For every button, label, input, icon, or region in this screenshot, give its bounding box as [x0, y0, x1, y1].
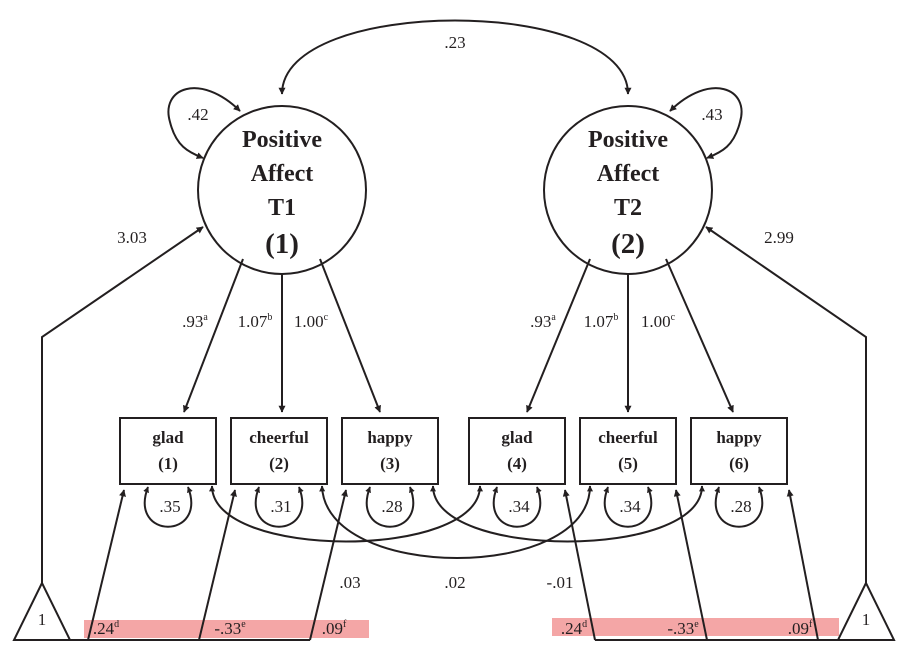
- residual-variance-label-3: .28: [381, 497, 402, 516]
- latent-variance-arrow-t2: [669, 87, 743, 159]
- indicator-name-2: cheerful: [249, 428, 309, 447]
- latent-t2-line2: Affect: [597, 161, 660, 187]
- residual-variance-arrow-5: [603, 486, 653, 528]
- constant-triangle-t1: 1: [12, 580, 72, 641]
- intercept-label-t1-glad: .24d: [93, 619, 119, 638]
- latent-t2-number: (2): [611, 228, 645, 260]
- constant-label-t1: 1: [38, 610, 47, 629]
- latent-variance-arrow-t1: [167, 87, 241, 159]
- residual-variance-arrow-4: [492, 486, 542, 528]
- intercept-arrow-t1-cheerful: [198, 489, 237, 641]
- loading-label-t1-glad: .93a: [182, 312, 208, 331]
- latent-t1-line1: Positive: [242, 127, 322, 153]
- residual-variance-label-6: .28: [730, 497, 751, 516]
- indicator-box-5: cheerful (5): [579, 417, 677, 485]
- residual-covariance-label-2-5: .02: [444, 573, 465, 592]
- loading-label-t1-happy: 1.00c: [294, 312, 329, 331]
- latent-t2-line1: Positive: [588, 127, 668, 153]
- indicator-number-3: (3): [380, 454, 400, 473]
- residual-variance-arrow-2: [254, 486, 304, 528]
- residual-variance-label-4: .34: [508, 497, 530, 516]
- latent-t1-line3: T1: [268, 195, 296, 221]
- intercept-arrow-t2-happy: [786, 489, 819, 641]
- intercept-highlight-t2: [552, 618, 839, 636]
- residual-covariance-arrow-1-4: [209, 485, 483, 543]
- loading-label-t2-cheerful: 1.07b: [584, 312, 619, 331]
- loading-arrow-t1-happy: [319, 258, 381, 413]
- constant-label-t2: 1: [862, 610, 871, 629]
- mean-label-t2: 2.99: [764, 228, 794, 247]
- indicator-number-4: (4): [507, 454, 527, 473]
- residual-covariance-label-1-4: .03: [339, 573, 360, 592]
- latent-factor-t1: Positive Affect T1 (1): [197, 105, 367, 275]
- indicator-name-6: happy: [716, 428, 762, 447]
- loading-arrow-t1-glad: [183, 258, 244, 413]
- loading-arrow-t2-glad: [526, 258, 591, 413]
- mean-arrow-t2: [705, 226, 867, 583]
- residual-variance-arrow-3: [365, 486, 415, 528]
- intercept-arrow-t1-happy: [309, 489, 348, 641]
- indicator-box-6: happy (6): [690, 417, 788, 485]
- indicator-name-5: cheerful: [598, 428, 658, 447]
- indicator-name-4: glad: [501, 428, 533, 447]
- mean-arrow-t1: [41, 226, 204, 583]
- residual-variance-arrow-6: [714, 486, 764, 528]
- intercept-label-t1-happy: .09f: [322, 619, 347, 638]
- intercept-highlight-t1: [84, 620, 369, 638]
- indicator-number-1: (1): [158, 454, 178, 473]
- indicator-box-1: glad (1): [119, 417, 217, 485]
- intercept-arrow-t1-glad: [87, 489, 126, 641]
- latent-factor-t2: Positive Affect T2 (2): [543, 105, 713, 275]
- residual-covariance-arrow-3-6: [430, 485, 705, 543]
- intercept-label-t2-happy: .09f: [788, 619, 813, 638]
- indicator-number-5: (5): [618, 454, 638, 473]
- loading-label-t2-glad: .93a: [530, 312, 556, 331]
- residual-variance-label-5: .34: [619, 497, 641, 516]
- intercept-arrow-t2-glad: [562, 489, 596, 641]
- residual-covariance-label-3-6: -.01: [547, 573, 574, 592]
- constant-triangle-t2: 1: [836, 580, 896, 641]
- loading-label-t1-cheerful: 1.07b: [238, 312, 273, 331]
- indicator-name-1: glad: [152, 428, 184, 447]
- latent-covariance-arrow: [278, 19, 632, 95]
- intercept-label-t1-cheerful: -.33e: [214, 619, 246, 638]
- loading-arrow-t2-happy: [665, 258, 734, 413]
- latent-variance-label-t1: .42: [187, 105, 208, 124]
- indicator-box-3: happy (3): [341, 417, 439, 485]
- residual-variance-arrow-1: [143, 486, 193, 528]
- indicator-number-6: (6): [729, 454, 749, 473]
- indicator-number-2: (2): [269, 454, 289, 473]
- latent-t1-line2: Affect: [251, 161, 314, 187]
- intercept-arrow-t2-cheerful: [673, 489, 708, 641]
- indicator-name-3: happy: [367, 428, 413, 447]
- intercept-label-t2-cheerful: -.33e: [667, 619, 699, 638]
- residual-variance-label-2: .31: [270, 497, 291, 516]
- mean-label-t1: 3.03: [117, 228, 147, 247]
- latent-t2-line3: T2: [614, 195, 642, 221]
- intercept-label-t2-glad: .24d: [561, 619, 587, 638]
- latent-variance-label-t2: .43: [701, 105, 722, 124]
- latent-covariance-label: .23: [444, 33, 465, 52]
- indicator-box-2: cheerful (2): [230, 417, 328, 485]
- latent-t1-number: (1): [265, 228, 299, 260]
- residual-variance-label-1: .35: [159, 497, 180, 516]
- loading-label-t2-happy: 1.00c: [641, 312, 676, 331]
- residual-covariance-arrow-2-5: [319, 485, 593, 559]
- indicator-box-4: glad (4): [468, 417, 566, 485]
